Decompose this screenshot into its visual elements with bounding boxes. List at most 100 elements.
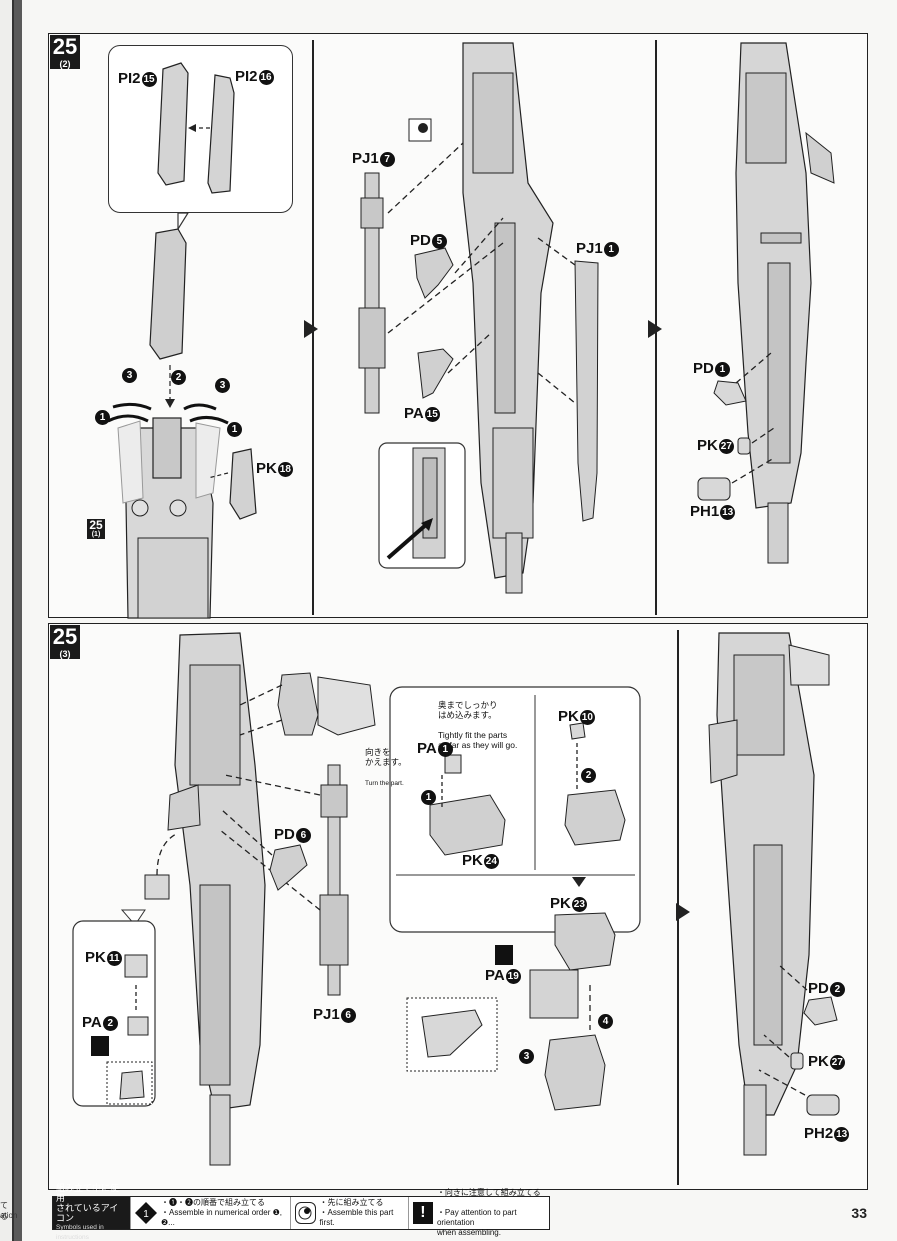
step-sub-number: (2) (50, 59, 80, 69)
legend-title: 組み立て中に使用 されているアイコン Symbols used in instr… (53, 1183, 131, 1241)
pd-1-part (713, 380, 747, 406)
order-marker: 2 (170, 368, 186, 385)
legend-text: ・❶・❷の順番で組み立てる ・Assemble in numerical ord… (161, 1198, 282, 1227)
part-number: 24 (483, 854, 499, 869)
part-code: PK (558, 708, 579, 725)
legend-item: 1 ・❶・❷の順番で組み立てる ・Assemble in numerical o… (131, 1197, 291, 1229)
next-step-arrow (648, 320, 662, 338)
part-number: 1 (714, 362, 730, 377)
part-number: 11 (106, 951, 122, 966)
part-code: PJ1 (352, 150, 379, 167)
pi2-16-part (207, 74, 235, 194)
next-step-arrow (676, 903, 690, 921)
part-number: 1 (437, 742, 453, 757)
part-number: 10 (579, 710, 595, 725)
part-number: 27 (718, 439, 734, 454)
part-number: 18 (277, 462, 293, 477)
part-code: PA (82, 1014, 102, 1031)
pa-19-part (529, 969, 579, 1019)
part-code: PK (256, 460, 277, 477)
part-number: 27 (829, 1055, 845, 1070)
part-number: 6 (295, 828, 311, 843)
order-marker: 3 (121, 366, 137, 383)
part-code: PK (550, 895, 571, 912)
part-number: 16 (258, 70, 274, 85)
part-number: 6 (340, 1008, 356, 1023)
order-marker: 1 (226, 420, 242, 437)
part-code: PD (410, 232, 431, 249)
pk-24-part (429, 794, 506, 856)
reference-step: 25 (1) (87, 519, 105, 539)
ph2-13-part (806, 1094, 840, 1116)
part-code: PA (485, 967, 505, 984)
legend-text: ・先に組み立てる ・Assemble this part first. (319, 1198, 394, 1227)
part-code: PK (85, 949, 106, 966)
pd-6-part (269, 844, 308, 891)
assembly-illustration-panel-5 (708, 632, 840, 1156)
pk-23-part (554, 912, 616, 971)
pa-15-part (417, 348, 454, 399)
part-code: PK (697, 437, 718, 454)
page-number: 33 (851, 1205, 867, 1221)
previous-page-edge: てる ation (0, 0, 17, 1241)
order-marker: 3 (518, 1047, 534, 1064)
pd-2-part (803, 996, 838, 1026)
assemble-first-icon (418, 123, 428, 133)
part-code: PJ1 (313, 1006, 340, 1023)
next-step-arrow (304, 320, 318, 338)
part-code: PH1 (690, 503, 720, 520)
part-code: PD (808, 980, 829, 997)
order-marker: 1 (94, 408, 110, 425)
part-code: PD (274, 826, 295, 843)
part-number: 7 (379, 152, 395, 167)
pk-27-part (737, 437, 751, 455)
assembly-illustration-panel-4 (72, 632, 641, 1166)
pk-10-part (569, 722, 586, 740)
step-number: 25 (2) (50, 34, 80, 69)
part-number: 1 (603, 242, 619, 257)
attention-icon: ! (413, 1202, 433, 1224)
part-number: 13 (720, 505, 736, 520)
svg-text:1: 1 (143, 1209, 149, 1220)
icon-legend: 組み立て中に使用 されているアイコン Symbols used in instr… (52, 1183, 550, 1241)
assembled-part (149, 228, 187, 360)
pk-27-part (790, 1052, 804, 1070)
part-number: 5 (431, 234, 447, 249)
legend-text: ・向きに注意して組み立てる ・Pay attention to part ori… (436, 1188, 541, 1237)
part-code: PI2 (118, 70, 141, 87)
turn-part-note: 向きを かえます。 Turn the part. (365, 747, 407, 787)
order-number-icon: 1 (135, 1202, 157, 1224)
step-number: 25 (3) (50, 624, 80, 659)
part-code: PH2 (804, 1125, 834, 1142)
step-number-label: 25 (52, 34, 78, 59)
step-number-label: 25 (52, 624, 78, 649)
assembly-illustration-panel-3 (697, 42, 835, 564)
part-code: PD (693, 360, 714, 377)
order-marker: 2 (580, 766, 596, 783)
part-code: PK (808, 1053, 829, 1070)
part-number: 2 (102, 1016, 118, 1031)
order-marker: 3 (214, 376, 230, 393)
legend-item: ! ・向きに注意して組み立てる ・Pay attention to part o… (409, 1188, 549, 1237)
order-marker: 1 (420, 788, 436, 805)
part-number: 15 (141, 72, 157, 87)
part-number: 23 (571, 897, 587, 912)
